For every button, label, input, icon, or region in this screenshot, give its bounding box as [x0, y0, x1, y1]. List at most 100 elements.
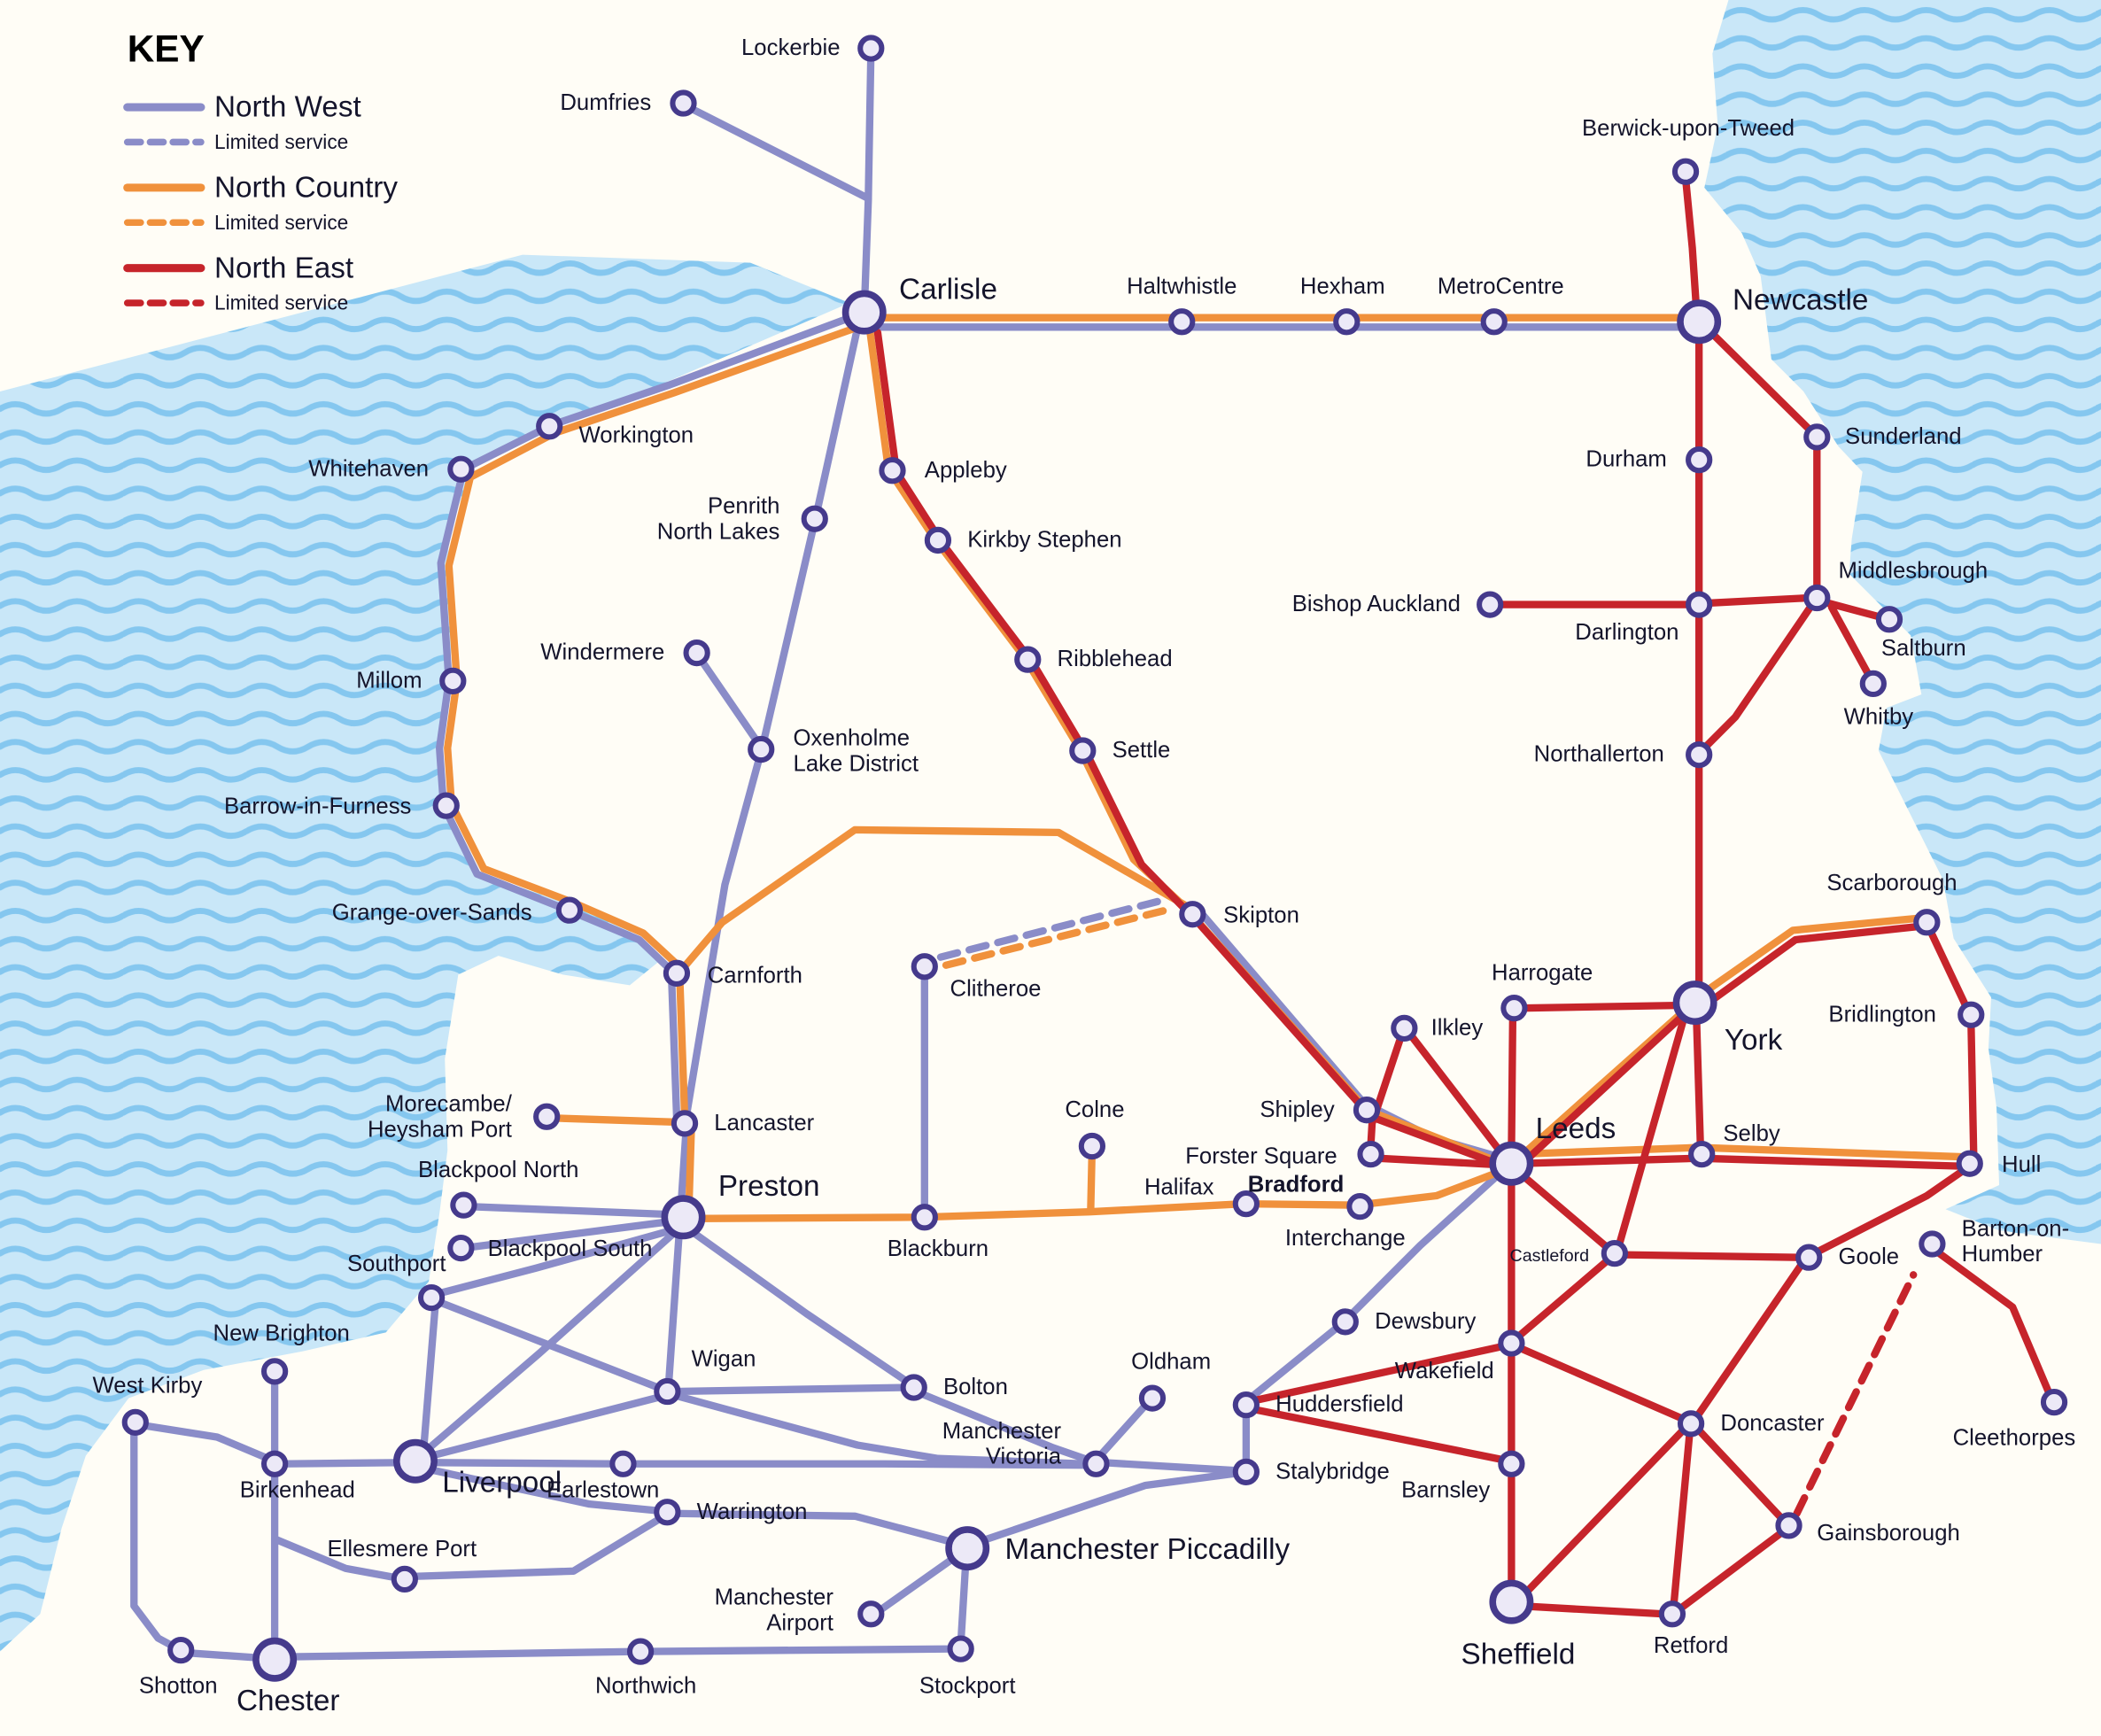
station-label: Hexham: [1300, 274, 1385, 298]
station-label: Ilkley: [1431, 1015, 1484, 1040]
route-line-nw: [280, 1645, 961, 1661]
legend-sublabel: Limited service: [214, 291, 348, 314]
station-marker: [447, 455, 475, 483]
legend-sublabel: Limited service: [214, 211, 348, 234]
station-marker: [1803, 423, 1831, 451]
station-marker: [1686, 446, 1713, 474]
station-marker: [654, 1377, 681, 1406]
route-line-nw: [694, 651, 764, 749]
station-label: Northwich: [595, 1674, 696, 1699]
station-marker: [121, 1408, 149, 1436]
station-label: Shotton: [139, 1674, 218, 1699]
station-marker: [1686, 740, 1713, 769]
station-label: Whitby: [1844, 704, 1914, 729]
route-line-ne: [1514, 1154, 1968, 1170]
station-label: Scarborough: [1826, 871, 1957, 895]
route-line-ne: [1695, 1426, 1787, 1523]
route-line-ne-limited: [1793, 1271, 1918, 1517]
station-marker: [748, 735, 775, 763]
station-marker: [252, 1637, 298, 1682]
station-label: Barnsley: [1401, 1478, 1490, 1503]
legend-sublabel: Limited service: [214, 130, 348, 153]
station-marker: [1179, 901, 1206, 928]
route-line-nw: [671, 1509, 959, 1547]
stations-layer: [121, 35, 2068, 1682]
station-label: Grange-over-Sands: [332, 900, 532, 925]
station-label: Chester: [236, 1685, 339, 1717]
station-marker: [626, 1638, 655, 1665]
station-label: Whitehaven: [308, 456, 429, 481]
route-line-nw-limited: [936, 896, 1165, 961]
station-label: Millom: [356, 668, 422, 693]
route-line-nw: [957, 1553, 970, 1649]
station-marker: [1658, 1600, 1686, 1628]
route-line-ne: [1926, 925, 1978, 1159]
station-marker: [392, 1438, 438, 1484]
route-line-ne: [1516, 1004, 1695, 1170]
station-label: Sunderland: [1845, 424, 1962, 449]
station-marker: [1672, 980, 1717, 1026]
station-label: Wigan: [692, 1346, 756, 1371]
station-label: Hull: [2002, 1152, 2041, 1177]
station-marker: [417, 1283, 446, 1312]
station-marker: [1919, 1230, 1946, 1258]
route-line-nw: [421, 1459, 1089, 1469]
station-label: Blackburn: [888, 1236, 988, 1261]
route-line-ne: [1508, 1011, 1517, 1157]
station-label: Saltburn: [1881, 636, 1966, 661]
route-line-nw: [664, 1227, 684, 1389]
route-line-ne: [1810, 1167, 1965, 1258]
station-label: Gainsborough: [1817, 1521, 1960, 1546]
route-line-nw: [434, 1298, 662, 1391]
route-line-nw: [685, 1225, 914, 1388]
station-marker: [683, 639, 710, 667]
station-label: MetroCentre: [1438, 274, 1564, 298]
station-marker: [1498, 1329, 1525, 1357]
station-label: Huddersfield: [1275, 1392, 1403, 1417]
route-line-nw: [183, 1649, 269, 1662]
station-label: Windermere: [540, 640, 664, 665]
route-line-nw: [915, 1389, 1092, 1464]
route-line-ne: [1406, 1029, 1508, 1159]
route-line-nw: [1098, 1459, 1241, 1475]
route-line-nc: [865, 324, 1194, 916]
route-line-nw: [463, 1203, 677, 1219]
route-line-ne: [1615, 1008, 1690, 1251]
station-marker: [911, 1204, 938, 1231]
station-label: Skipton: [1223, 903, 1299, 927]
station-label: Heysham Port: [368, 1117, 512, 1142]
station-label: Earlestown: [547, 1478, 659, 1503]
station-marker: [1803, 584, 1831, 612]
station-marker: [1601, 1240, 1628, 1267]
station-marker: [1232, 1391, 1260, 1419]
map-label: Bradford: [1248, 1173, 1345, 1197]
station-label: Shipley: [1260, 1097, 1334, 1122]
route-line-ne: [1702, 603, 1814, 751]
station-marker: [1913, 909, 1941, 936]
station-label: Forster Square: [1185, 1144, 1337, 1169]
route-line-ne: [1247, 1405, 1508, 1464]
route-line-nw: [130, 1425, 180, 1652]
station-label: Lockerbie: [741, 35, 840, 60]
route-line-nw: [407, 1514, 666, 1581]
station-marker: [671, 1110, 699, 1137]
station-marker: [1671, 158, 1700, 185]
station-label: Liverpool: [442, 1467, 562, 1500]
route-line-nc: [1511, 1143, 1968, 1161]
route-line-ne: [1681, 174, 1701, 313]
route-line-ne: [1514, 1167, 1612, 1252]
station-marker: [1775, 1512, 1803, 1539]
station-label: Settle: [1113, 738, 1171, 763]
station-marker: [1688, 1141, 1716, 1168]
station-marker: [911, 953, 938, 980]
station-label: Carlisle: [899, 274, 997, 306]
station-marker: [1489, 1141, 1534, 1186]
station-marker: [1331, 1308, 1359, 1336]
station-marker: [661, 1195, 706, 1240]
route-line-nw: [421, 1227, 681, 1456]
route-line-ne: [1702, 593, 1813, 608]
station-label: Northallerton: [1534, 742, 1664, 767]
station-marker: [1078, 1132, 1106, 1160]
station-marker: [900, 1374, 927, 1401]
